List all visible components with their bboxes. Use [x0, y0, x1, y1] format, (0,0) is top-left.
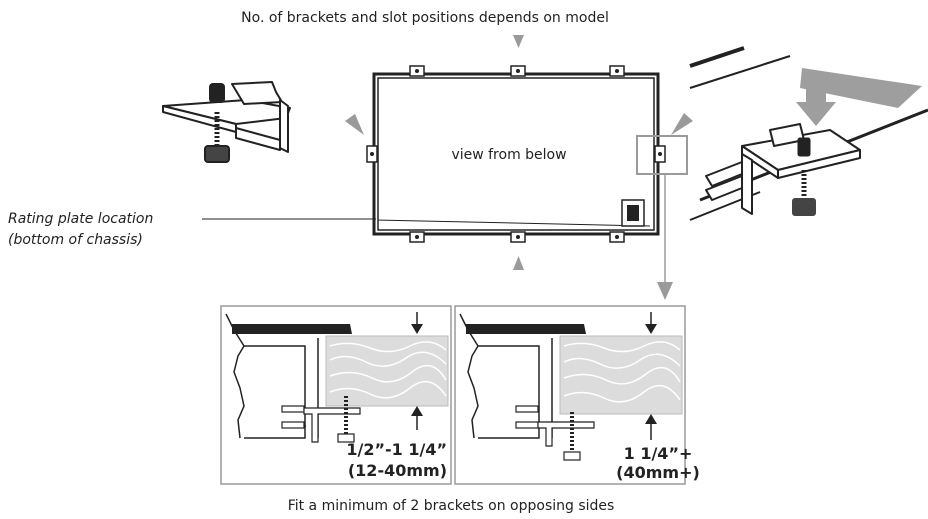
arrow-right-icon — [671, 113, 693, 135]
rating-plate-icon — [621, 199, 645, 227]
left-dimension-line2: (12-40mm) — [348, 461, 447, 480]
chassis-view-from-below — [366, 65, 666, 243]
arrow-bottom-icon — [513, 256, 524, 270]
bracket-illustration-left — [162, 81, 291, 163]
right-dimension-line2: (40mm+) — [616, 463, 700, 482]
detail-panel-thick-surface — [454, 305, 686, 485]
connector-arrow-icon — [657, 282, 673, 300]
slot-pointer-arrows — [345, 35, 693, 270]
highlight-box — [636, 135, 688, 175]
rating-plate-line2: (bottom of chassis) — [8, 232, 143, 248]
bottom-caption: Fit a minimum of 2 brackets on opposing … — [288, 498, 615, 514]
arrow-top-icon — [513, 35, 524, 48]
arrow-left-icon — [345, 114, 364, 135]
top-caption: No. of brackets and slot positions depen… — [241, 10, 609, 26]
right-dimension-line1: 1 1/4”+ — [624, 444, 693, 463]
detail-panel-thin-surface — [220, 305, 452, 485]
left-dimension-line1: 1/2”-1 1/4” — [346, 440, 447, 459]
rating-plate-line1: Rating plate location — [8, 211, 153, 227]
center-label: view from below — [451, 147, 566, 163]
installed-bracket-illustration — [689, 46, 928, 221]
